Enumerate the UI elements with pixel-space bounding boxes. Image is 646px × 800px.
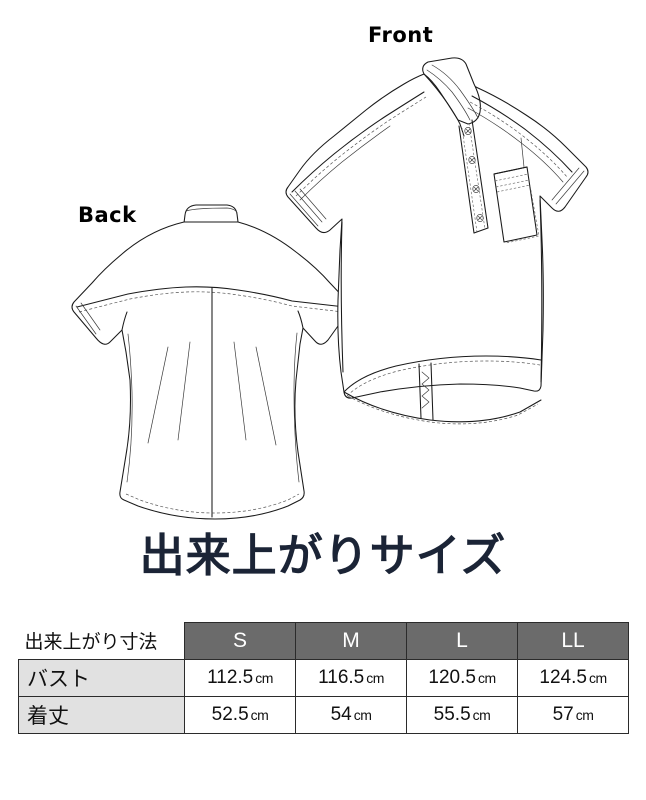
unit: cm — [472, 707, 491, 723]
value: 116.5 — [318, 667, 365, 688]
value: 124.5 — [539, 667, 587, 688]
unit: cm — [477, 670, 496, 686]
unit: cm — [366, 670, 384, 686]
button-icon-2 — [468, 156, 476, 164]
size-header-m: M — [295, 622, 407, 660]
size-header-ll: LL — [517, 622, 629, 660]
value: 57 — [552, 704, 574, 725]
value: 55.5 — [433, 704, 471, 725]
front-view-label: Front — [368, 23, 433, 47]
button-icon-4 — [476, 214, 484, 222]
value: 112.5 — [207, 667, 254, 688]
value: 54 — [330, 704, 352, 725]
button-icon-1 — [464, 127, 472, 135]
value: 120.5 — [428, 667, 476, 688]
row-label-bust: バスト — [18, 659, 185, 697]
unit: cm — [255, 670, 273, 686]
value: 52.5 — [211, 704, 249, 725]
size-header-l: L — [406, 622, 518, 660]
garment-illustration: Back — [71, 23, 589, 520]
size-header-s: S — [184, 622, 296, 660]
back-view-label: Back — [78, 203, 137, 227]
back-view-drawing: Back — [71, 203, 351, 520]
row-label-length: 着丈 — [18, 696, 185, 734]
chest-pocket — [493, 137, 540, 244]
page-title: 出来上がりサイズ — [139, 529, 507, 582]
unit: cm — [575, 707, 594, 723]
table-corner-label: 出来上がり寸法 — [24, 631, 158, 654]
front-view-drawing: Front — [285, 23, 589, 425]
unit: cm — [588, 670, 607, 686]
unit: cm — [250, 707, 269, 723]
button-icon-3 — [472, 185, 480, 193]
unit: cm — [353, 707, 372, 723]
table-header-row: 出来上がり寸法 S M L LL — [19, 622, 629, 660]
hem-gusset — [418, 362, 434, 421]
